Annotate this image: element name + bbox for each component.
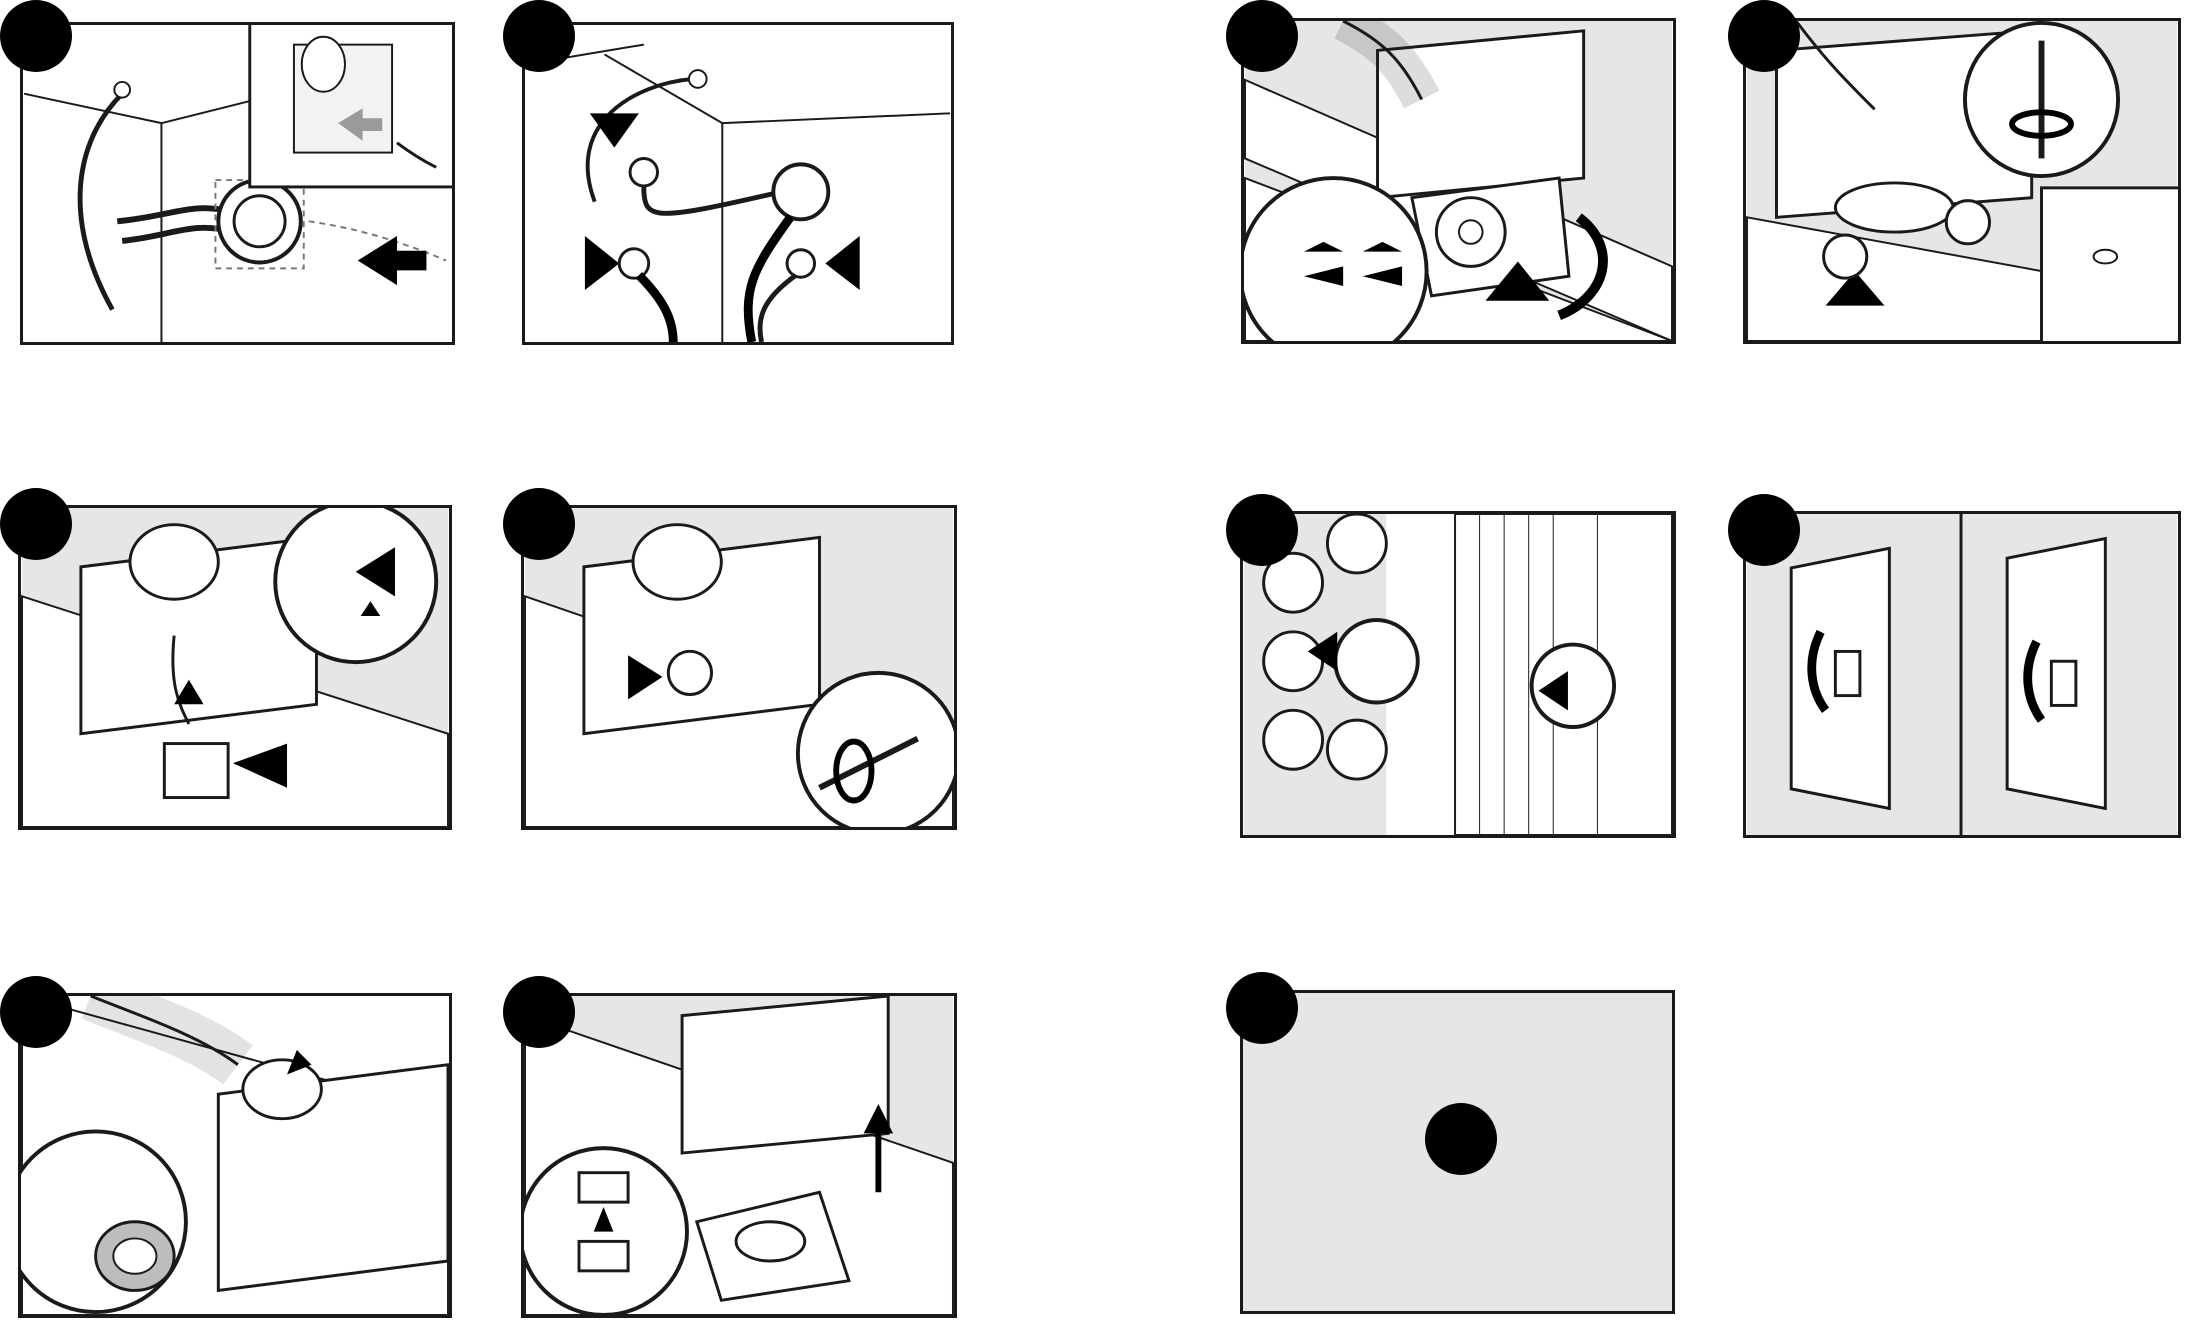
duct-tape-connection-icon: [21, 996, 449, 1315]
step-marker-11: [1226, 972, 1298, 1044]
panel-step-7: [1240, 511, 1676, 838]
panel-step-10: [521, 993, 957, 1318]
breaker-on-icon: [1243, 514, 1673, 835]
panel-step-11: [1240, 990, 1675, 1314]
housing-mount-between-joists-icon: [1244, 21, 1673, 341]
cable-into-housing-icon: [23, 25, 452, 342]
step-marker-5: [0, 488, 72, 560]
panel-step-2: [522, 22, 954, 345]
junction-box-screw-icon: [524, 508, 954, 827]
step-marker-3: [1226, 0, 1298, 72]
panel-step-1: [20, 22, 455, 345]
junction-box-insert-icon: [21, 508, 449, 827]
panel-step-8: [1743, 511, 2181, 838]
panel-step-9: [18, 993, 452, 1318]
cable-connectors-icon: [525, 25, 951, 342]
housing-screw-mount-icon: [1746, 21, 2178, 341]
wall-switch-toggle-icon: [1746, 514, 2178, 835]
step-marker-8: [1728, 494, 1800, 566]
step-marker-7: [1226, 494, 1298, 566]
step-marker-2: [503, 0, 575, 72]
step-marker-9: [0, 976, 72, 1048]
plug-motor-assembly-icon: [524, 996, 954, 1315]
panel-step-5: [18, 505, 452, 830]
step-marker-10: [503, 976, 575, 1048]
step-marker-4: [1728, 0, 1800, 72]
panel-step-6: [521, 505, 957, 830]
blank-step-icon: [1425, 1103, 1497, 1175]
step-marker-1: [0, 0, 72, 72]
step-marker-6: [503, 488, 575, 560]
panel-step-4: [1743, 18, 2181, 344]
panel-step-3: [1241, 18, 1676, 344]
